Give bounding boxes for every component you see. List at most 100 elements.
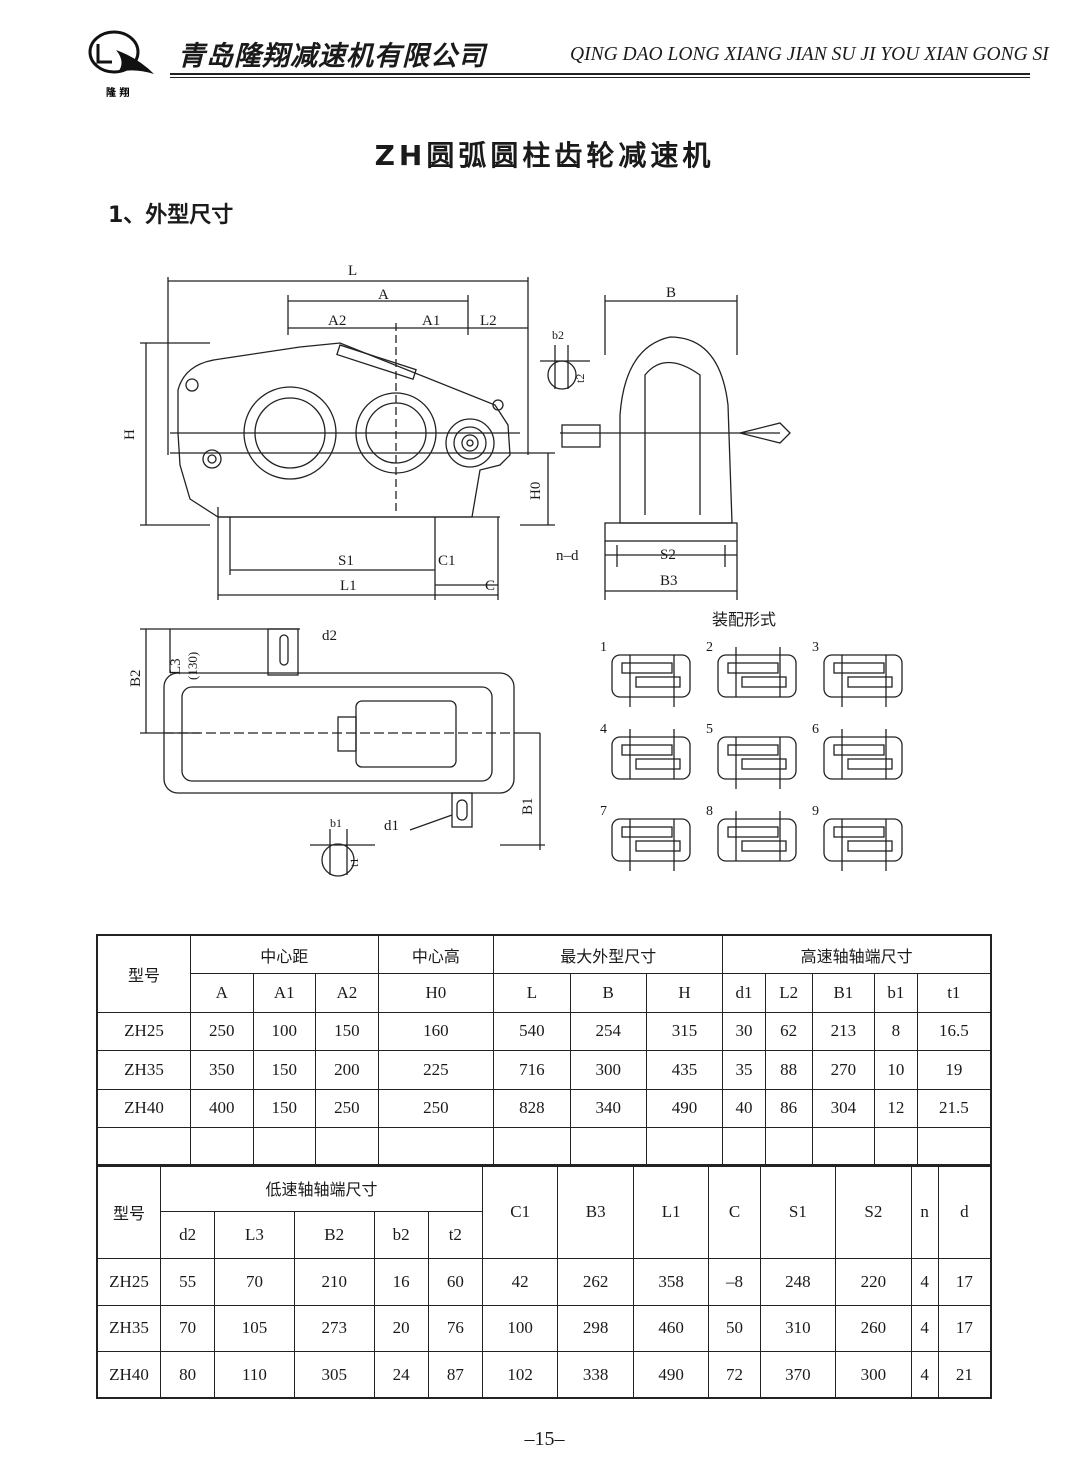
assembly-diagram (611, 654, 691, 707)
value-cell: 150 (315, 1011, 379, 1051)
value-cell: –8 (708, 1258, 761, 1306)
value-cell: 150 (252, 1088, 317, 1128)
value-cell: 300 (835, 1351, 912, 1399)
model-header: 型号 (96, 934, 191, 1013)
value-cell: 315 (645, 1011, 724, 1051)
dim-label-d2: d2 (322, 628, 337, 644)
value-cell: 220 (835, 1258, 912, 1306)
dim-label-A2: A2 (328, 313, 346, 329)
assembly-diagrams (611, 647, 903, 871)
value-cell: 76 (427, 1304, 483, 1352)
value-cell: 4 (910, 1304, 939, 1352)
dim-label-L1: L1 (340, 578, 357, 594)
value-cell: 62 (764, 1011, 813, 1051)
value-cell: 340 (569, 1088, 647, 1128)
value-cell: 16.5 (916, 1011, 992, 1051)
dim-label-b1: b1 (330, 816, 342, 830)
model-header: 型号 (96, 1164, 161, 1259)
column-header: H0 (377, 973, 495, 1013)
assembly-number: 5 (706, 722, 713, 737)
value-cell: 21.5 (916, 1088, 992, 1128)
dim-label-nd: n–d (556, 548, 579, 564)
value-cell: 80 (159, 1351, 216, 1399)
value-cell: 250 (377, 1088, 495, 1128)
assembly-diagram (611, 729, 691, 780)
column-header: A (190, 973, 254, 1013)
side-view (540, 295, 791, 600)
column-header: B2 (293, 1211, 375, 1259)
value-cell: 105 (214, 1304, 295, 1352)
column-header: C (708, 1164, 761, 1259)
assembly-diagram (611, 818, 691, 871)
value-cell: 248 (759, 1258, 837, 1306)
value-cell: 338 (557, 1351, 634, 1399)
dim-label-L3: L3 (168, 658, 184, 675)
value-cell: 60 (427, 1258, 483, 1306)
group-header: 低速轴轴端尺寸 (160, 1164, 483, 1212)
assembly-number: 7 (600, 804, 607, 819)
company-name-en: QING DAO LONG XIANG JIAN SU JI YOU XIAN … (570, 44, 1049, 65)
dim-label-B1: B1 (520, 797, 536, 815)
column-header: L (493, 973, 571, 1013)
column-header: A1 (252, 973, 317, 1013)
value-cell: 460 (632, 1304, 710, 1352)
value-cell: 100 (481, 1304, 559, 1352)
dim-label-A: A (378, 287, 389, 303)
assembly-number: 1 (600, 640, 607, 655)
model-cell: ZH25 (96, 1258, 161, 1306)
value-cell: 102 (481, 1351, 559, 1399)
column-header: t1 (916, 973, 992, 1013)
value-cell: 17 (937, 1304, 992, 1352)
group-header: 中心高 (377, 934, 495, 974)
dim-label-d1: d1 (384, 818, 399, 834)
dim-label-S2: S2 (660, 547, 676, 563)
value-cell: 310 (759, 1304, 837, 1352)
value-cell: 10 (874, 1050, 918, 1090)
dim-label-t1: t1 (347, 858, 361, 867)
value-cell: 70 (159, 1304, 216, 1352)
value-cell: 305 (293, 1351, 375, 1399)
assembly-diagram (823, 654, 903, 707)
value-cell: 540 (493, 1011, 571, 1051)
model-cell: ZH35 (96, 1050, 191, 1090)
dim-label-C: C (485, 578, 495, 594)
dimension-drawing: L A A2 A1 L2 H H0 S1 C1 L1 C B b2 t2 n–d… (122, 263, 903, 877)
group-header: 最大外型尺寸 (493, 934, 724, 974)
dim-label-H: H (122, 429, 138, 440)
value-cell: 42 (481, 1258, 559, 1306)
dim-label-B3: B3 (660, 573, 678, 589)
column-header: A2 (315, 973, 379, 1013)
column-header: B (569, 973, 647, 1013)
value-cell: 273 (293, 1304, 375, 1352)
column-header: L2 (764, 973, 813, 1013)
value-cell: 4 (910, 1258, 939, 1306)
value-cell: 490 (645, 1088, 724, 1128)
dim-label-H0: H0 (528, 482, 544, 500)
column-header: b2 (373, 1211, 429, 1259)
front-view (140, 277, 555, 600)
value-cell: 4 (910, 1351, 939, 1399)
value-cell: 828 (493, 1088, 571, 1128)
value-cell: 110 (214, 1351, 295, 1399)
value-cell: 160 (377, 1011, 495, 1051)
value-cell: 400 (190, 1088, 254, 1128)
value-cell: 225 (377, 1050, 495, 1090)
model-cell: ZH40 (96, 1088, 191, 1128)
column-header: t2 (427, 1211, 483, 1259)
column-header: S2 (835, 1164, 912, 1259)
assembly-number: 8 (706, 804, 713, 819)
value-cell: 300 (569, 1050, 647, 1090)
column-header: C1 (481, 1164, 559, 1259)
dim-label-t2: t2 (573, 374, 587, 383)
value-cell: 358 (632, 1258, 710, 1306)
model-cell: ZH40 (96, 1351, 161, 1399)
value-cell: 88 (764, 1050, 813, 1090)
column-header: B1 (811, 973, 876, 1013)
value-cell: 716 (493, 1050, 571, 1090)
company-logo: 隆 翔 (88, 30, 154, 99)
value-cell: 262 (557, 1258, 634, 1306)
